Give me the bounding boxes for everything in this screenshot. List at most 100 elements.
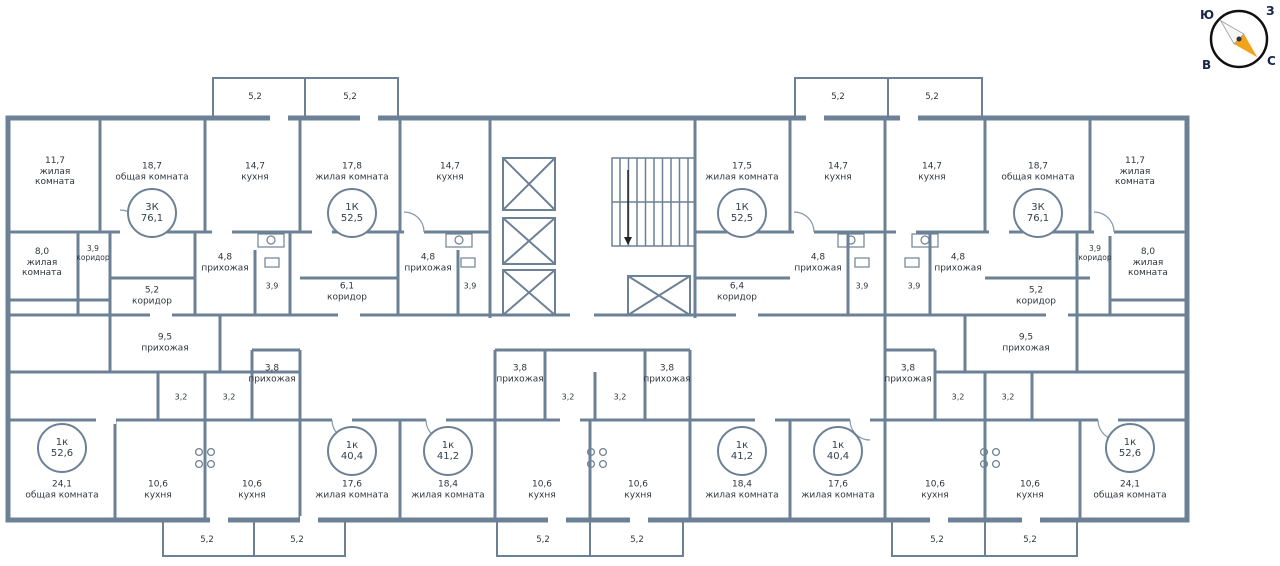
- apartment-type: 3К: [1031, 202, 1045, 213]
- room-area: 18,4: [731, 479, 753, 490]
- room-name: коридор: [327, 292, 367, 302]
- staircase-icon: [611, 157, 696, 247]
- balcony-outline: [162, 77, 1078, 557]
- room-name: кухня: [238, 490, 266, 500]
- room-name: жилая комната: [411, 490, 485, 500]
- room-area: 14,7: [827, 161, 849, 172]
- room-name: общая комната: [115, 172, 189, 182]
- room-area: 3,9: [1089, 244, 1101, 254]
- room-name: кухня: [436, 172, 464, 182]
- room-area: 14,7: [921, 161, 943, 172]
- balcony-area-label: 5,2: [290, 535, 304, 545]
- room-name: жилая комната: [801, 490, 875, 500]
- room-area: 5,2: [144, 285, 160, 296]
- room-area: 17,8: [341, 161, 363, 172]
- room-name: жилая комната: [315, 490, 389, 500]
- apartment-area: 52,5: [730, 213, 754, 224]
- apartment-type: 1К: [735, 202, 749, 213]
- room-area: 11,7: [44, 156, 66, 167]
- apartment-area: 41,2: [730, 451, 754, 462]
- apartment-type: 1к: [441, 440, 455, 451]
- room-area: 4,8: [420, 252, 436, 263]
- room-name: прихожая: [643, 374, 691, 384]
- apartment-type: 1к: [55, 437, 69, 448]
- kitchen-fixture-icons: [257, 233, 939, 268]
- balcony-area-label: 5,2: [925, 92, 939, 102]
- room-area: 24,1: [1119, 479, 1141, 490]
- room-area: 9,5: [1018, 332, 1034, 343]
- room-name: жилая комната: [1128, 257, 1168, 279]
- room-area: 8,0: [1140, 247, 1156, 258]
- apartment-area: 40,4: [826, 451, 850, 462]
- room-area: 3,9: [87, 244, 99, 254]
- room-name: коридор: [76, 253, 110, 262]
- room-name: коридор: [1016, 296, 1056, 306]
- room-name: кухня: [1016, 490, 1044, 500]
- apartment-type: 1к: [1123, 437, 1137, 448]
- room-area: 10,6: [924, 479, 946, 490]
- compass: Ю З В С: [1198, 2, 1278, 78]
- room-name: жилая комната: [705, 490, 779, 500]
- room-area-label: 3,9: [265, 281, 279, 291]
- apartment-type: 1К: [345, 202, 359, 213]
- apartment-type: 1к: [735, 440, 749, 451]
- balcony-area-label: 5,2: [1023, 535, 1037, 545]
- room-area-label: 3,2: [613, 392, 627, 402]
- room-name: кухня: [528, 490, 556, 500]
- room-name: прихожая: [201, 263, 249, 273]
- room-name: кухня: [624, 490, 652, 500]
- interior-walls: [8, 118, 1187, 520]
- door-openings: [96, 114, 1118, 524]
- room-area: 10,6: [627, 479, 649, 490]
- room-name: коридор: [717, 292, 757, 302]
- apartment-area: 41,2: [436, 451, 460, 462]
- balcony-area-label: 5,2: [343, 92, 357, 102]
- room-name: прихожая: [404, 263, 452, 273]
- room-area: 3,8: [264, 363, 280, 374]
- room-name: прихожая: [794, 263, 842, 273]
- apartment-area: 52,6: [1118, 448, 1142, 459]
- room-area: 6,4: [729, 281, 745, 292]
- compass-letter-east: В: [1202, 58, 1212, 72]
- room-name: общая комната: [1001, 172, 1075, 182]
- room-name: прихожая: [496, 374, 544, 384]
- apartment-area: 76,1: [140, 213, 164, 224]
- compass-letter-west: З: [1266, 4, 1275, 18]
- room-area: 8,0: [34, 247, 50, 258]
- room-name: прихожая: [934, 263, 982, 273]
- room-area: 10,6: [1019, 479, 1041, 490]
- room-area: 3,8: [659, 363, 675, 374]
- room-area: 17,6: [827, 479, 849, 490]
